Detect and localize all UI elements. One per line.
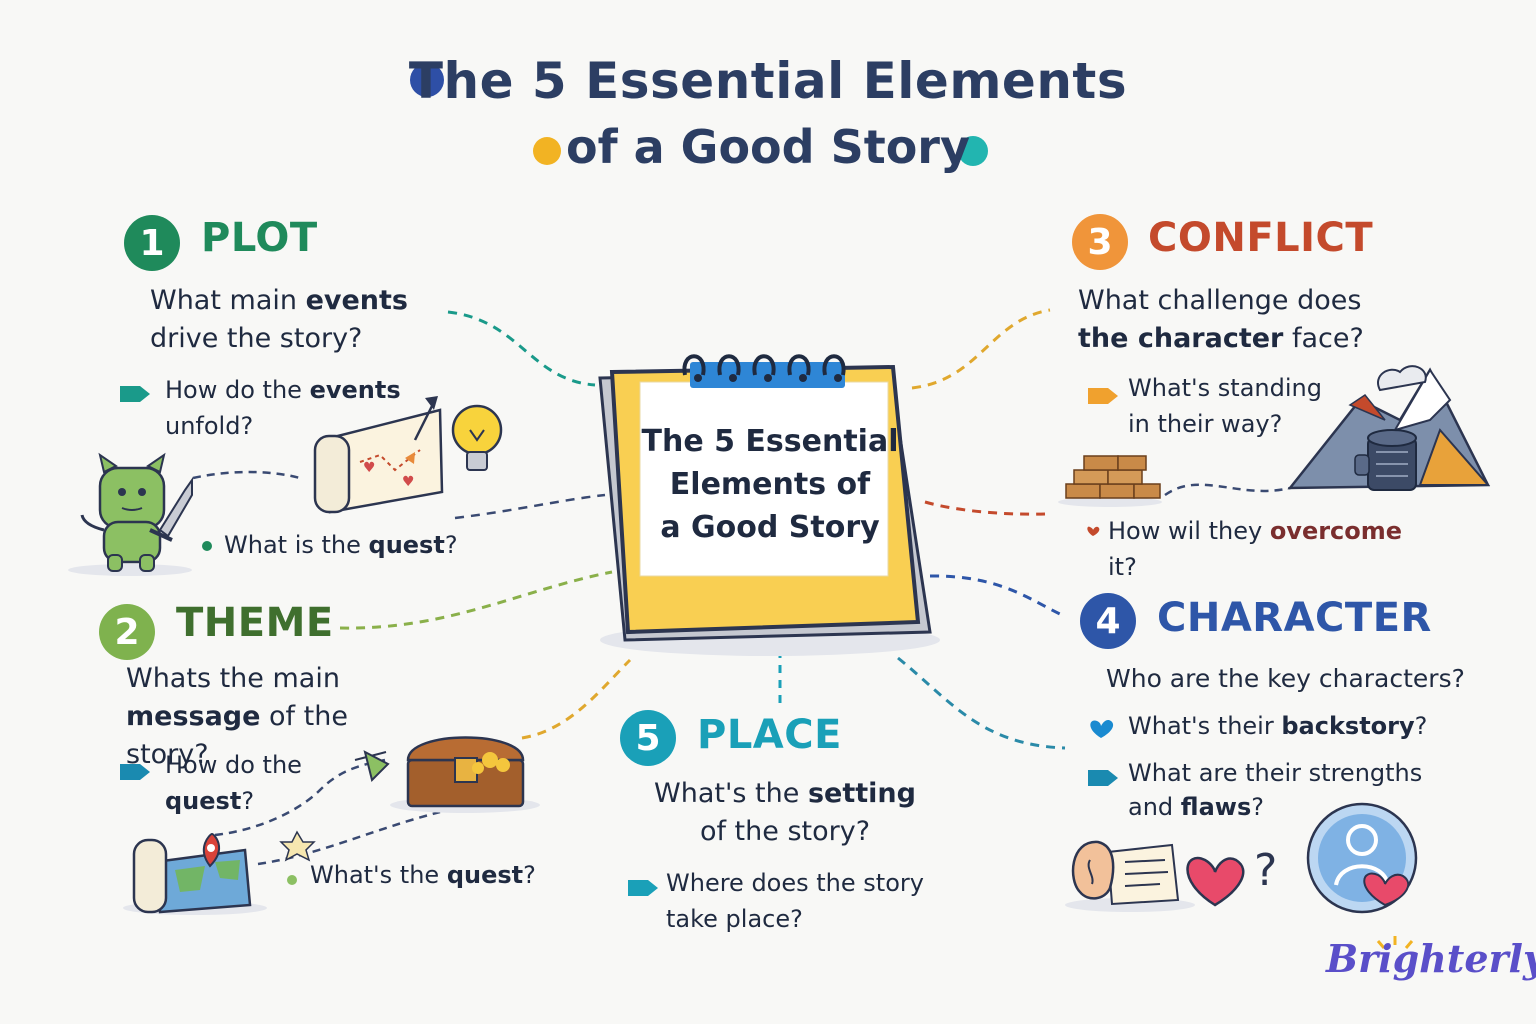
dot-bullet-icon (202, 541, 212, 551)
arrow-up-icon (354, 750, 390, 782)
place-number-badge: 5 (620, 710, 676, 766)
world-map-icon (123, 832, 267, 915)
connector-plot-quest (454, 493, 606, 520)
sword-icon (149, 476, 193, 542)
heart-bullet-icon (1087, 526, 1100, 536)
title-dot-blue (410, 63, 444, 97)
conflict-number-badge: 3 (1072, 214, 1128, 270)
connector-theme-map (214, 758, 386, 837)
character-sub-backstory: What's their backstory? (1128, 712, 1428, 740)
page-subtitle: of a Good Story (566, 120, 970, 174)
conflict-heading: CONFLICT (1148, 215, 1374, 261)
connector-theme-map2 (257, 810, 441, 866)
connector-character (929, 574, 1063, 617)
green-monster-icon (68, 452, 192, 576)
center-card-line: a Good Story (660, 510, 880, 545)
conflict-sub-standing: What's standing in their way? (1128, 374, 1322, 438)
character-question: Who are the key characters? (1106, 664, 1465, 693)
question-mark-icon: ? (1254, 845, 1277, 896)
conflict-question: What challenge does the character face? (1078, 285, 1364, 354)
robot-icon (1354, 429, 1417, 491)
center-card: The 5 Essential Elements of a Good Story (640, 420, 900, 549)
heart-icon (1186, 856, 1245, 907)
bullet-arrow-icon (1088, 770, 1118, 786)
mountain-icon (1287, 365, 1491, 490)
theme-question: Whats the main message of the story? (126, 663, 348, 770)
heart-bullet-icon (1090, 719, 1114, 738)
bullet-arrow-icon (120, 386, 150, 402)
title-dot-yellow (533, 137, 561, 165)
connector-conflict (911, 308, 1051, 390)
connector-conflict-overcome (924, 500, 1046, 516)
plot-heading: PLOT (201, 215, 318, 261)
bullet-arrow-icon (1088, 388, 1118, 404)
theme-number-badge: 2 (99, 604, 155, 660)
lightbulb-icon (451, 404, 503, 471)
plot-sub-events: How do the events unfold? (165, 376, 401, 440)
center-card-line: The 5 Essential (641, 424, 899, 459)
plot-number-badge: 1 (124, 215, 180, 271)
character-sub-strengths: What are their strengths and flaws? (1128, 759, 1423, 821)
connector-theme-chest (521, 658, 632, 740)
place-question: What's the setting of the story? (654, 778, 916, 847)
title-dot-teal (958, 136, 988, 166)
svg-text:♥: ♥ (402, 474, 415, 490)
connector-theme (339, 570, 613, 630)
ear-icon (1065, 840, 1195, 912)
treasure-map-icon: ♥ ♥ (313, 396, 444, 514)
brand-logo: Brighterly (1326, 936, 1536, 981)
center-card-line: Elements of (669, 467, 871, 502)
star-icon (279, 830, 316, 862)
conflict-sub-overcome: How wil they overcome it? (1108, 517, 1403, 581)
theme-sub-how: How do the quest? (165, 751, 302, 815)
connector-plot (447, 310, 596, 387)
notepad-icon (598, 354, 940, 656)
page-title: The 5 Essential Elements (408, 52, 1128, 110)
plot-question: What main events drive the story? (150, 285, 409, 354)
connector-quest-line (192, 470, 301, 480)
sun-rays-icon (1376, 936, 1414, 949)
character-heading: CHARACTER (1157, 595, 1432, 641)
character-number-badge: 4 (1080, 593, 1136, 649)
avatar-icon (1306, 802, 1418, 914)
svg-text:♥: ♥ (363, 460, 376, 476)
place-heading: PLACE (697, 712, 842, 758)
connector-character-sub (897, 656, 1066, 750)
place-sub-where: Where does the story take place? (666, 869, 924, 933)
dot-bullet-icon (287, 875, 297, 885)
plot-sub-quest: What is the quest? (224, 531, 458, 559)
theme-heading: THEME (176, 600, 334, 646)
theme-sub-quest: What's the quest? (310, 861, 536, 889)
bullet-arrow-icon (628, 880, 658, 896)
treasure-chest-icon (390, 736, 540, 813)
bullet-arrow-icon (120, 764, 150, 780)
bricks-icon (1058, 455, 1162, 507)
